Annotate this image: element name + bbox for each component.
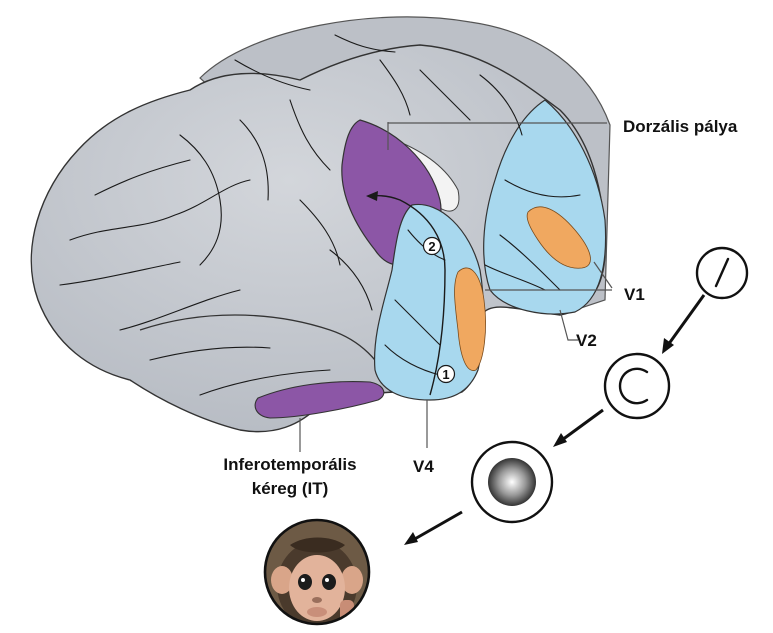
marker-2: 2 [424,238,441,255]
v1-label: V1 [624,285,645,304]
dorsal-pathway-label: Dorzális pálya [623,117,738,136]
oriented-line-stimulus-icon [697,248,747,298]
arrow-3 [404,512,462,545]
marker-1-label: 1 [442,367,449,382]
v2-label: V2 [576,331,597,350]
marker-2-label: 2 [428,239,435,254]
curve-stimulus-icon [605,354,669,418]
it-label-line1: Inferotemporális [223,455,356,474]
arrow-1 [662,295,704,354]
monkey-face-stimulus-icon [262,518,374,629]
shaded-sphere-stimulus-icon [472,442,552,522]
it-label-line2: kéreg (IT) [252,479,329,498]
v4-label: V4 [413,457,434,476]
arrow-2 [553,410,603,447]
marker-1: 1 [438,366,455,383]
